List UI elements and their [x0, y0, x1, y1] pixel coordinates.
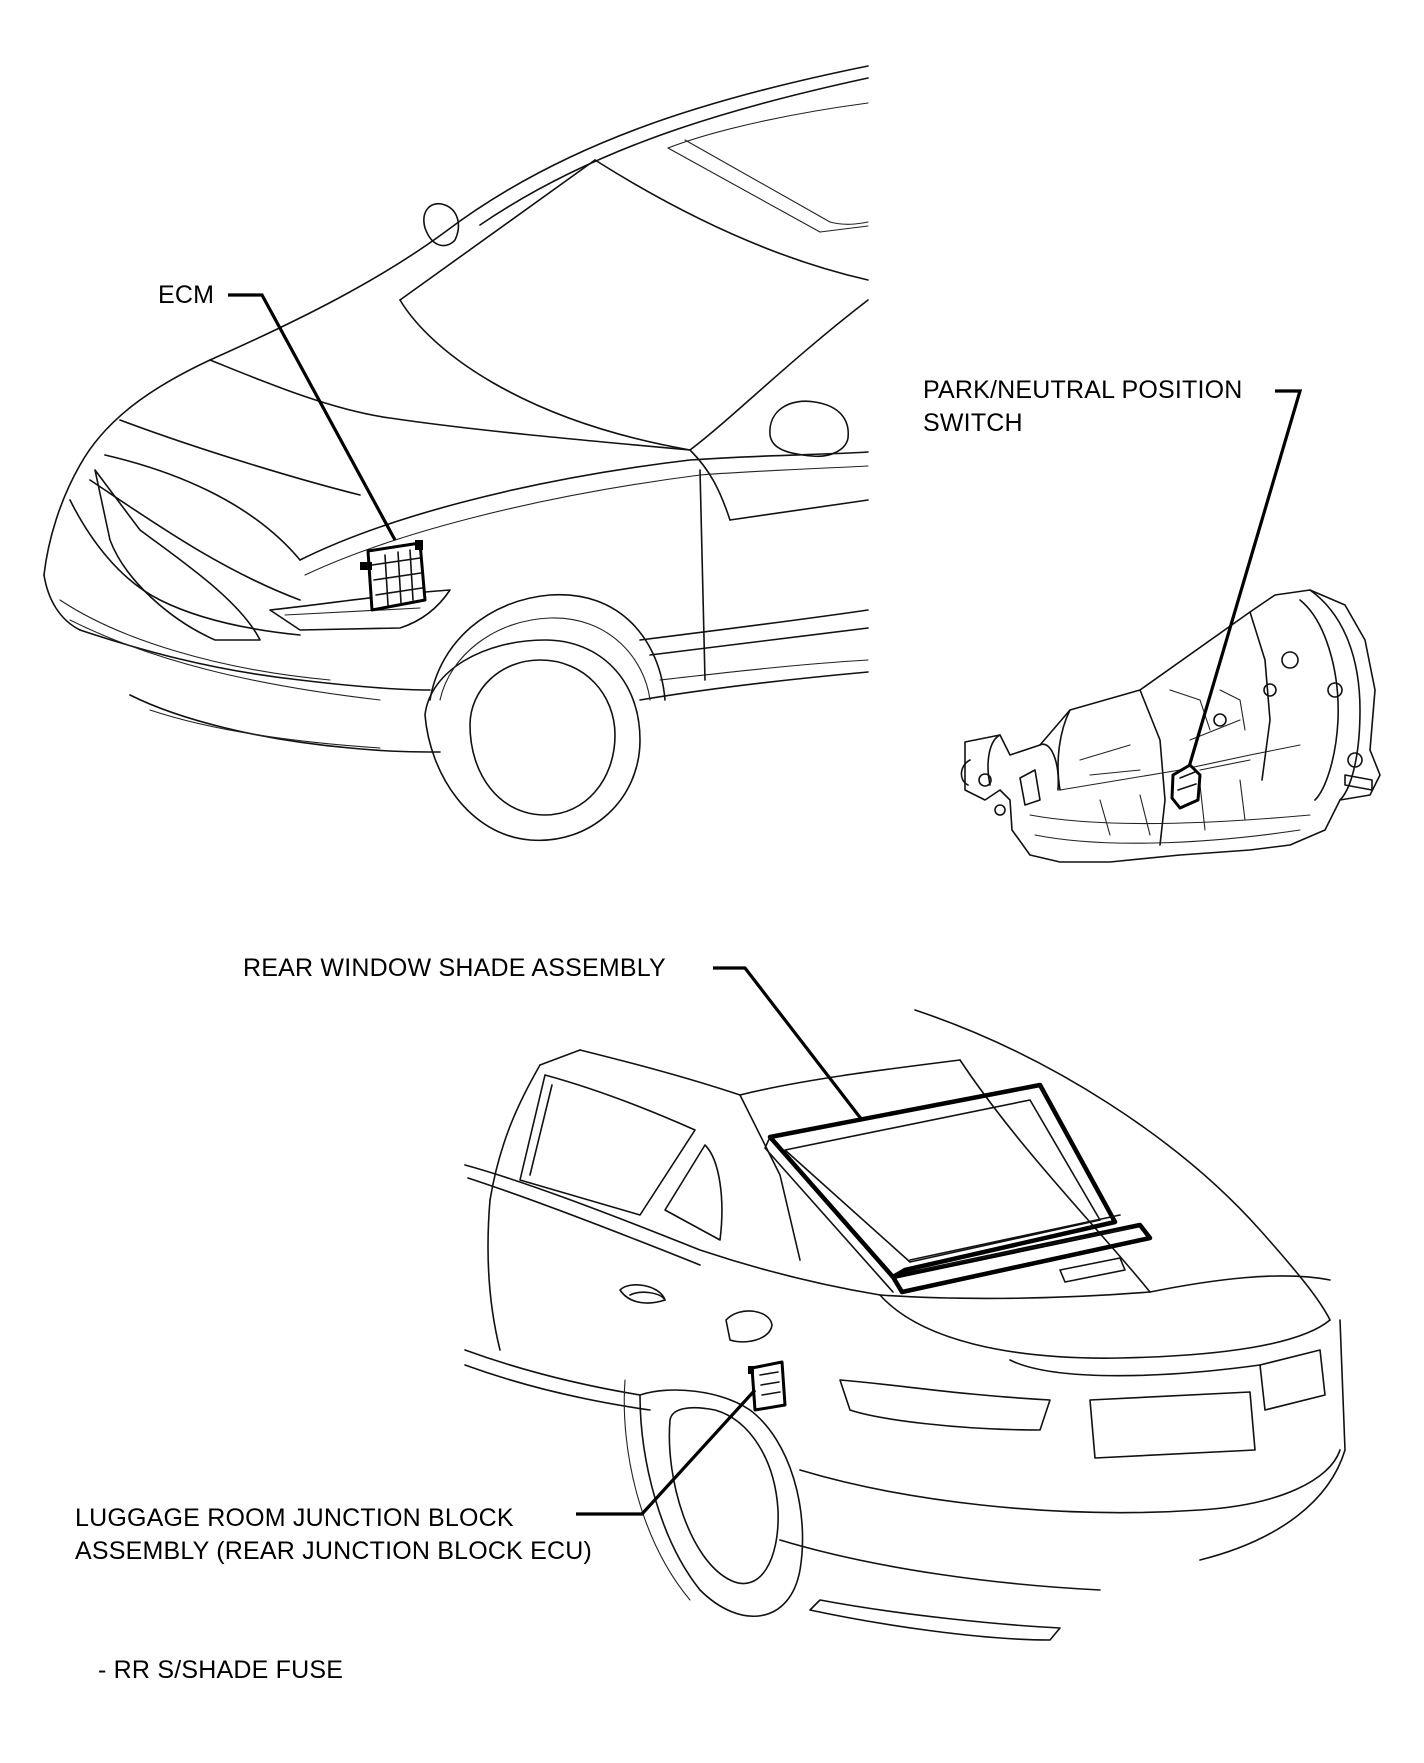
- junction-block-label-line1: LUGGAGE ROOM JUNCTION BLOCK: [75, 1504, 514, 1532]
- ecm-leader-line: [228, 293, 397, 541]
- leader-lines: [228, 293, 1303, 1516]
- rear-window-shade-label: REAR WINDOW SHADE ASSEMBLY: [243, 954, 666, 982]
- fuse-note: - RR S/SHADE FUSE: [98, 1656, 344, 1684]
- rear-window-shade-leader-line: [713, 966, 864, 1121]
- front-car-illustration: [43, 65, 869, 842]
- rear-car-illustration: [464, 1009, 1346, 1641]
- junction-block-leader-line: [576, 1388, 757, 1516]
- rear-window-shade-icon: [764, 1082, 1153, 1295]
- junction-block-label-line2: ASSEMBLY (REAR JUNCTION BLOCK ECU): [75, 1537, 593, 1565]
- park-neutral-switch-icon: [1170, 763, 1202, 810]
- ecm-label: ECM: [158, 281, 215, 309]
- junction-block-icon: [748, 1360, 787, 1412]
- transmission-illustration: [960, 589, 1381, 863]
- pnp-switch-leader-line: [1187, 389, 1303, 768]
- pnp-switch-label-line2: SWITCH: [923, 409, 1023, 437]
- pnp-switch-label-line1: PARK/NEUTRAL POSITION: [923, 376, 1243, 404]
- ecm-unit-icon: [360, 540, 427, 612]
